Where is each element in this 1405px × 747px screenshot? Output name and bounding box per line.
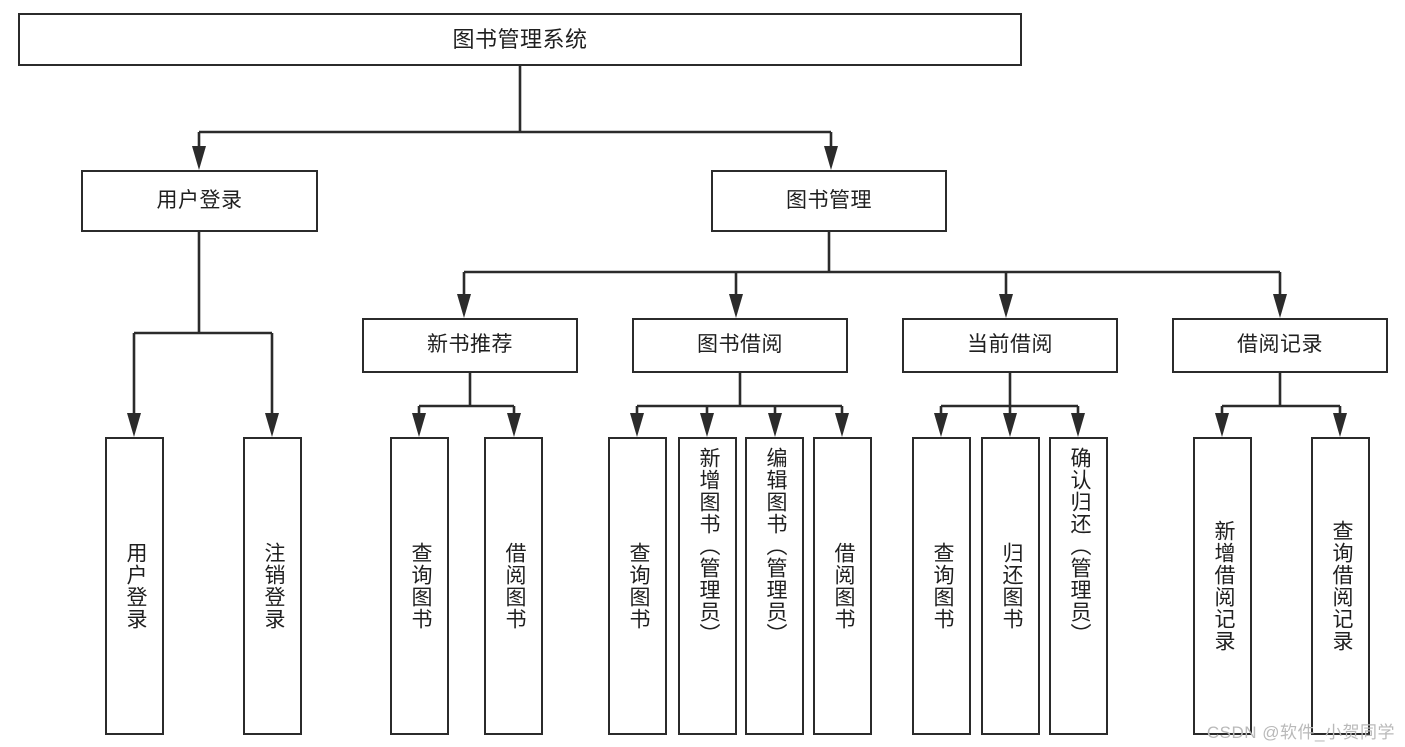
arrowhead-newbook <box>457 294 471 318</box>
node-book-borrow-label: 图书借阅 <box>697 333 783 357</box>
arrowhead-cb-leaf2 <box>1003 413 1017 437</box>
leaf-user-login-signin-label: 用户登录 <box>123 542 147 630</box>
arrowhead-nb-leaf2 <box>507 413 521 437</box>
node-current-borrow-label: 当前借阅 <box>967 333 1053 357</box>
node-current-borrow[interactable]: 当前借阅 <box>902 318 1118 373</box>
node-borrow-record[interactable]: 借阅记录 <box>1172 318 1388 373</box>
csdn-watermark: CSDN @软件_小贺同学 <box>1206 723 1395 742</box>
leaf-bookborrow-add-book-label: 新增图书（管理员） <box>696 447 720 645</box>
arrowhead-bookborrow <box>729 294 743 318</box>
arrowhead-borrowrecord <box>1273 294 1287 318</box>
node-user-login-label: 用户登录 <box>156 188 243 212</box>
arrowhead-bb-leaf4 <box>835 413 849 437</box>
leaf-borrowrecord-query-record-label: 查询借阅记录 <box>1329 520 1353 652</box>
leaf-newbook-borrow-book-label: 借阅图书 <box>502 542 526 630</box>
arrowhead-bb-leaf2 <box>700 413 714 437</box>
node-user-login[interactable]: 用户登录 <box>81 170 318 232</box>
arrowhead-br-leaf2 <box>1333 413 1347 437</box>
leaf-borrowrecord-add-record-label: 新增借阅记录 <box>1211 520 1235 652</box>
leaf-bookborrow-query-book[interactable]: 查询图书 <box>608 437 667 735</box>
arrowhead-nb-leaf1 <box>412 413 426 437</box>
node-new-book-recommend[interactable]: 新书推荐 <box>362 318 578 373</box>
node-borrow-record-label: 借阅记录 <box>1237 333 1323 357</box>
node-book-management-label: 图书管理 <box>786 188 872 212</box>
leaf-currentborrow-confirm-return[interactable]: 确认归还（管理员） <box>1049 437 1108 735</box>
arrowhead-userlogin <box>192 146 206 170</box>
leaf-newbook-query-book-label: 查询图书 <box>408 542 432 630</box>
arrowhead-bb-leaf1 <box>630 413 644 437</box>
leaf-bookborrow-query-book-label: 查询图书 <box>626 542 650 630</box>
leaf-bookborrow-edit-book-label: 编辑图书（管理员） <box>763 447 787 645</box>
arrowhead-bookmgmt <box>824 146 838 170</box>
arrowhead-ul-leaf2 <box>265 413 279 437</box>
leaf-currentborrow-confirm-return-label: 确认归还（管理员） <box>1067 447 1091 645</box>
node-root-system[interactable]: 图书管理系统 <box>18 13 1022 66</box>
leaf-user-login-signout[interactable]: 注销登录 <box>243 437 302 735</box>
leaf-newbook-borrow-book[interactable]: 借阅图书 <box>484 437 543 735</box>
arrowhead-currentborrow <box>999 294 1013 318</box>
arrowhead-cb-leaf1 <box>934 413 948 437</box>
leaf-borrowrecord-add-record[interactable]: 新增借阅记录 <box>1193 437 1252 735</box>
node-book-borrow[interactable]: 图书借阅 <box>632 318 848 373</box>
node-new-book-recommend-label: 新书推荐 <box>427 333 513 357</box>
arrowhead-bb-leaf3 <box>768 413 782 437</box>
leaf-bookborrow-borrow-book[interactable]: 借阅图书 <box>813 437 872 735</box>
leaf-bookborrow-edit-book[interactable]: 编辑图书（管理员） <box>745 437 804 735</box>
leaf-newbook-query-book[interactable]: 查询图书 <box>390 437 449 735</box>
leaf-currentborrow-query-book-label: 查询图书 <box>930 542 954 630</box>
leaf-currentborrow-return-book[interactable]: 归还图书 <box>981 437 1040 735</box>
leaf-currentborrow-return-book-label: 归还图书 <box>999 542 1023 630</box>
node-book-management[interactable]: 图书管理 <box>711 170 947 232</box>
leaf-borrowrecord-query-record[interactable]: 查询借阅记录 <box>1311 437 1370 735</box>
leaf-bookborrow-borrow-book-label: 借阅图书 <box>831 542 855 630</box>
leaf-bookborrow-add-book[interactable]: 新增图书（管理员） <box>678 437 737 735</box>
arrowhead-ul-leaf1 <box>127 413 141 437</box>
leaf-user-login-signout-label: 注销登录 <box>261 542 285 630</box>
arrowhead-cb-leaf3 <box>1071 413 1085 437</box>
leaf-user-login-signin[interactable]: 用户登录 <box>105 437 164 735</box>
node-root-system-label: 图书管理系统 <box>452 26 588 52</box>
arrowhead-br-leaf1 <box>1215 413 1229 437</box>
leaf-currentborrow-query-book[interactable]: 查询图书 <box>912 437 971 735</box>
